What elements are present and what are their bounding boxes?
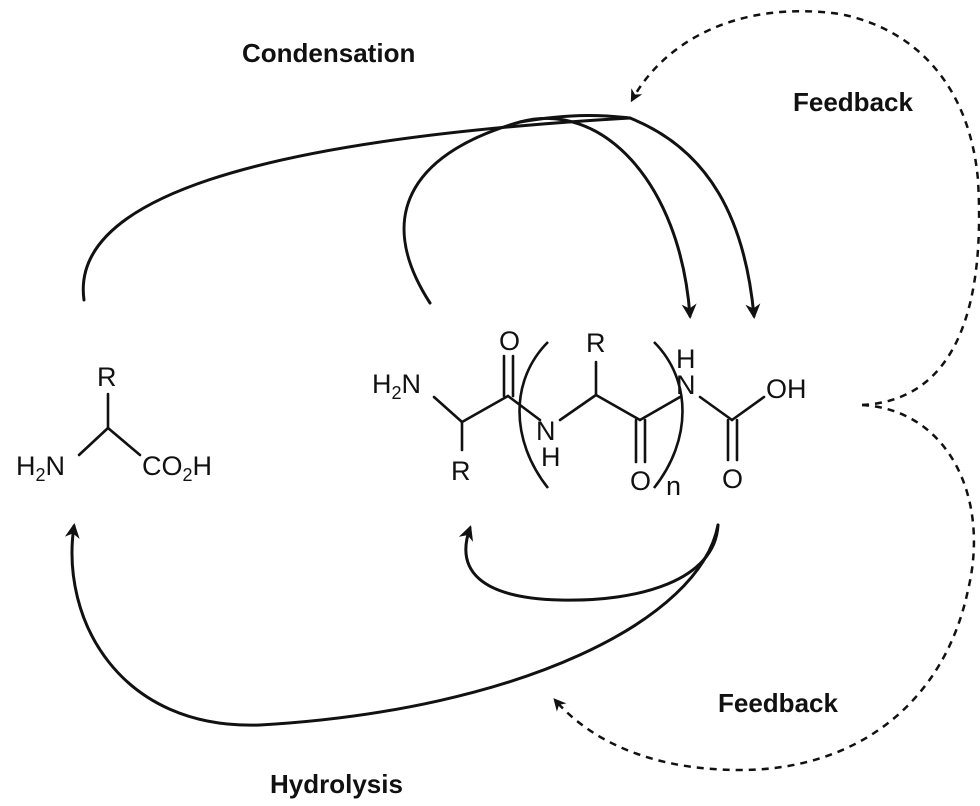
- feedback-label-bottom: Feedback: [718, 688, 838, 718]
- hydrolysis-label: Hydrolysis: [270, 769, 403, 799]
- polymer-r-group-lower: R: [451, 456, 471, 486]
- monomer-carboxylic-acid: CO2H: [142, 451, 212, 485]
- feedback-arrow-bottom: [553, 403, 976, 772]
- carbamic-hydroxyl: OH: [766, 374, 807, 404]
- repeat-unit-amide-h: H: [541, 442, 561, 472]
- monomer-amine: H2N: [16, 451, 65, 485]
- condensation-arrow-outer: [81, 116, 761, 319]
- repeat-unit-carbonyl-oxygen: O: [630, 466, 651, 496]
- polymer-carbonyl-oxygen-1: O: [499, 326, 520, 356]
- repeat-index-n: n: [666, 471, 681, 501]
- amino-acid-monomer: R H2N CO2H: [16, 362, 212, 485]
- terminal-amide-h: H: [676, 344, 696, 374]
- feedback-arrows: [553, 9, 980, 772]
- repeat-unit-bracket-right: [652, 341, 684, 489]
- hydrolysis-arrow-inner: [458, 523, 720, 602]
- condensation-label: Condensation: [242, 38, 415, 68]
- hydrolysis-arrows: [64, 523, 720, 727]
- feedback-arrow-top: [630, 9, 980, 407]
- condensation-arrows: [81, 114, 761, 319]
- monomer-r-group: R: [97, 362, 117, 392]
- polyamide-polymer: H2N R O N H R O n H N O: [372, 326, 807, 501]
- repeat-unit-r-group: R: [586, 328, 606, 358]
- terminal-amide-n: N: [676, 370, 696, 400]
- condensation-arrow-inner-left: [402, 116, 697, 319]
- feedback-label-top: Feedback: [793, 87, 913, 117]
- polymer-n-terminal-amine: H2N: [372, 369, 421, 403]
- carbamic-carbonyl-oxygen: O: [722, 464, 743, 494]
- repeat-unit-bracket-left: [518, 341, 550, 489]
- hydrolysis-arrow-outer: [64, 523, 720, 727]
- condensation-arrow-merge: [518, 114, 632, 124]
- repeat-unit-amide-n: N: [536, 416, 556, 446]
